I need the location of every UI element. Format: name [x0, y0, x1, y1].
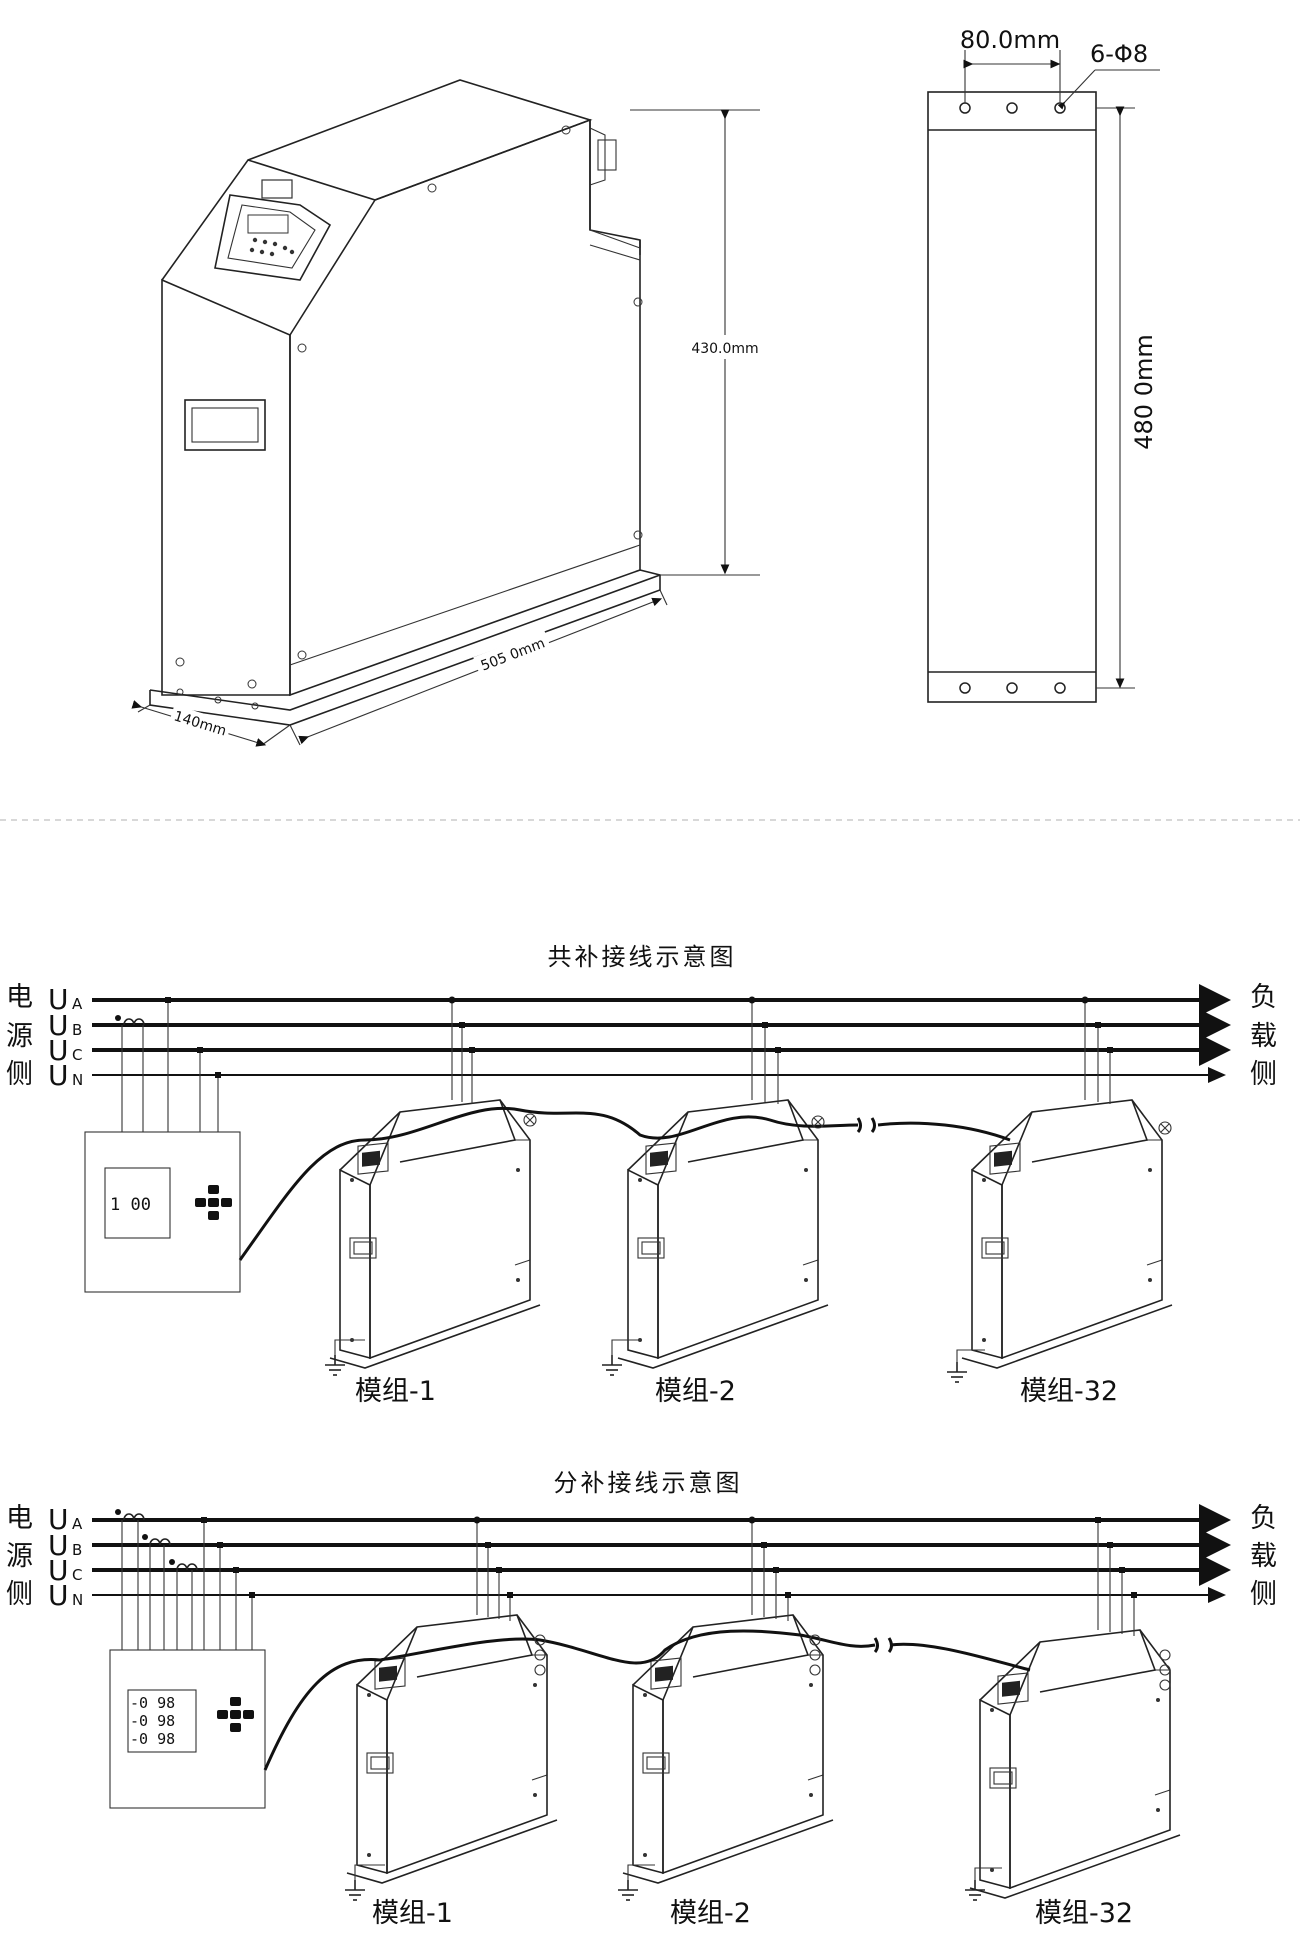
- load-side-3: 侧: [1250, 1059, 1277, 1090]
- module-label-32-common: 模组-32: [1020, 1376, 1118, 1407]
- front-view: 80.0mm 6-Φ8 480 0mm: [927, 26, 1160, 703]
- phase-a-u-split: U: [48, 1503, 69, 1536]
- module-2-common: [617, 1099, 829, 1369]
- source-side-2-split: 源: [6, 1541, 33, 1572]
- dim-430: 430.0mm: [691, 341, 758, 357]
- load-side-2-split: 载: [1250, 1541, 1277, 1572]
- source-side-3-split: 侧: [6, 1579, 33, 1610]
- phase-a-sub: A: [72, 995, 83, 1013]
- phase-c-sub: C: [72, 1046, 82, 1064]
- phase-b-u-split: U: [48, 1529, 69, 1562]
- module-label-2-split: 模组-2: [670, 1898, 751, 1929]
- phase-n-sub-split: N: [72, 1591, 83, 1609]
- phase-c-sub-split: C: [72, 1566, 82, 1584]
- phase-n-sub: N: [72, 1071, 83, 1089]
- phase-n-u: U: [48, 1059, 69, 1092]
- phase-n-u-split: U: [48, 1579, 69, 1612]
- title-split: 分补接线示意图: [554, 1469, 743, 1497]
- phase-a-u: U: [48, 983, 69, 1016]
- dim-480: 480 0mm: [1130, 334, 1158, 449]
- module-label-2-common: 模组-2: [655, 1376, 736, 1407]
- load-side-3-split: 侧: [1250, 1579, 1277, 1610]
- dim-505: 505 0mm: [479, 635, 548, 674]
- controller-display-common: 1 00: [110, 1195, 151, 1215]
- module-2-split: [622, 1614, 834, 1884]
- phase-b-sub-split: B: [72, 1541, 82, 1559]
- controller-common: [84, 1131, 241, 1293]
- phase-b-u: U: [48, 1009, 69, 1042]
- controller-display-split-3: -0 98: [130, 1730, 175, 1748]
- module-32-split: [969, 1629, 1181, 1899]
- keypad-icon-split: [217, 1697, 254, 1732]
- module-label-1-common: 模组-1: [355, 1376, 436, 1407]
- dim-holes: 6-Φ8: [1090, 40, 1148, 68]
- module-label-32-split: 模组-32: [1035, 1898, 1133, 1929]
- phase-c-u: U: [48, 1034, 69, 1067]
- isometric-view: 430.0mm 505 0mm 140mm: [131, 79, 770, 747]
- phase-a-sub-split: A: [72, 1515, 83, 1533]
- controller-display-split-2: -0 98: [130, 1712, 175, 1730]
- dim-80: 80.0mm: [960, 26, 1060, 54]
- controller-display-split-1: -0 98: [130, 1694, 175, 1712]
- module-1-split: [346, 1614, 558, 1884]
- split-compensation-diagram: 分补接线示意图 电 源 侧 负 载 侧 U A U B U C U N -0 9…: [6, 1469, 1277, 1929]
- module-label-1-split: 模组-1: [372, 1898, 453, 1929]
- source-side-3: 侧: [6, 1059, 33, 1090]
- source-side-2: 源: [6, 1021, 33, 1052]
- keypad-icon: [195, 1185, 232, 1220]
- controller-split: [109, 1649, 266, 1809]
- source-side-1-split: 电: [6, 1503, 33, 1534]
- load-side-1-split: 负: [1250, 1503, 1277, 1534]
- phase-c-u-split: U: [48, 1554, 69, 1587]
- load-side-1: 负: [1250, 982, 1277, 1013]
- source-side-1: 电: [6, 982, 33, 1013]
- common-compensation-diagram: 共补接线示意图 电 源 侧 负 载 侧 U A U B U C U N 1 00: [6, 943, 1277, 1407]
- module-32-common: [961, 1099, 1173, 1369]
- title-common: 共补接线示意图: [548, 943, 737, 971]
- load-side-2: 载: [1250, 1021, 1277, 1052]
- phase-b-sub: B: [72, 1021, 82, 1039]
